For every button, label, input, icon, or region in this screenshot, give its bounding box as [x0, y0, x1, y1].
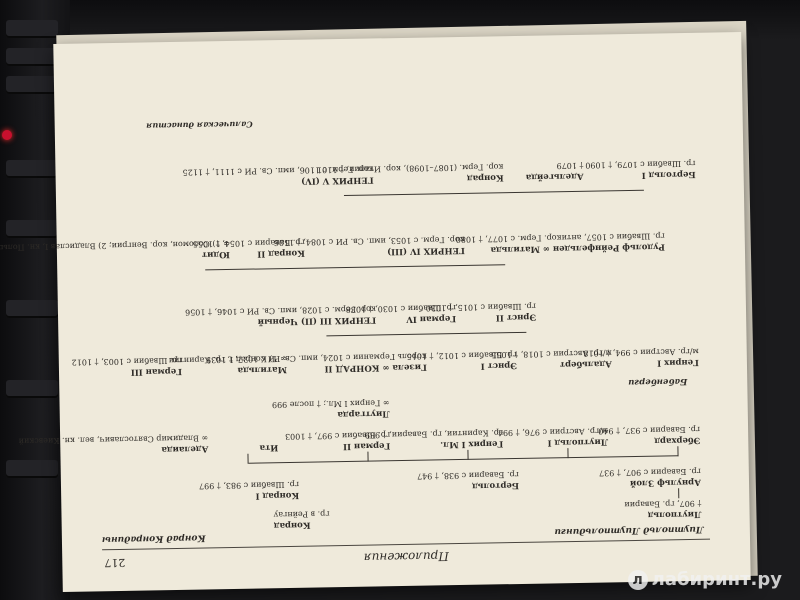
keyboard-key [6, 48, 58, 66]
node-henry-iii: ГЕНРИХ III (II) Черный кор. Герм. с 1028… [185, 304, 376, 327]
keyboard-indicator-light [2, 130, 12, 140]
node-rudolf-matilda: Рудольф Рейнфельден ∞ Матильда гр. Шваби… [456, 231, 665, 255]
node-liudgarda: Лиутгарда ∞ Генрих I Мл.; † после 999 [272, 398, 390, 419]
tree-line [467, 449, 469, 460]
node-name: Бертольд [471, 479, 520, 491]
tree-line [678, 488, 680, 499]
labirint-logo-icon: л [627, 570, 648, 590]
node-info: гр. в Рейнгау [273, 509, 330, 520]
node-adelheid: Аделаида ∞ Владимир Святославич, вел. кн… [19, 433, 209, 455]
node-matilda: Матильда ∞ 1) Конрад I, гр. Каринтии [169, 354, 287, 375]
node-name: Конрад [273, 519, 311, 531]
node-hermann-iii: Герман III гр. Швабии с 1003, † 1012 [72, 356, 183, 377]
node-info: гр. Баварии с 907, † 937 [598, 467, 701, 479]
tree-line [367, 451, 369, 462]
tree-line [205, 264, 506, 271]
node-berthold: Бертольд гр. Баварии с 938, † 947 [416, 470, 520, 491]
node-liutpold: Лиутпольд † 907, гр. Баварии [624, 499, 701, 519]
node-info: гр. Баварии с 937, † 940 [598, 425, 701, 437]
node-name: Лиутпольд [647, 508, 702, 520]
node-eberhard: Эберхард гр. Баварии с 937, † 940 [598, 425, 701, 446]
node-henry-v: ГЕНРИХ V (IV) кор. Герм. с 1106, имп. Св… [183, 164, 374, 186]
node-name: Конрад I [255, 489, 300, 501]
page-number: 217 [104, 555, 126, 570]
node-info: † 907, гр. Баварии [624, 499, 702, 510]
keyboard-key [6, 76, 58, 94]
node-ita: Ита [259, 442, 278, 452]
node-info: м/гр. Австрии с 976, † 994 [497, 426, 609, 438]
node-name: Герман II [342, 440, 391, 452]
node-judith: Юдит ∞ 1) Соломон, кор. Венгрии; 2) Влад… [0, 239, 230, 262]
node-konrad-rheingau: Конрад гр. в Рейнгау [273, 509, 330, 531]
node-adelheid-2: Адельгейда † 1079 [525, 161, 584, 182]
keyboard-key [6, 460, 58, 478]
node-info: гр. Швабии с 1079, † 1090 [585, 159, 696, 171]
node-name: Лиутпольд I [547, 436, 609, 448]
tree-line [677, 446, 679, 457]
watermark-text: лабиринт.ру [651, 569, 782, 590]
node-arnulf: Арнульф Злой гр. Баварии с 907, † 937 [599, 467, 701, 488]
page-header: Приложения 217 [102, 538, 711, 573]
dynasty-caption-left: Лиутпольд Лиутпольдинги [554, 523, 704, 537]
book-page: Приложения 217 Лиутпольд Лиутпольдинги К… [0, 32, 751, 592]
node-name: Арнульф Злой [629, 476, 702, 489]
keyboard-key [6, 160, 58, 178]
node-berthold-i: Бертольд I гр. Швабии с 1079, † 1090 [585, 159, 696, 180]
node-info: гр. Швабии с 997, † 1003 [284, 430, 391, 442]
tree-line [326, 331, 527, 337]
node-info: † 1079 [556, 161, 584, 171]
keyboard-key [6, 220, 58, 238]
dynasty-label-babenbergs: Бабенберги [628, 376, 688, 388]
genealogy-chart: Приложения 217 Лиутпольд Лиутпольдинги К… [0, 57, 711, 573]
keyboard-key [6, 380, 58, 398]
node-hermann-ii: Герман II гр. Швабии с 997, † 1003 [285, 430, 390, 451]
node-name: Герман III [130, 365, 183, 377]
node-name: Ита [259, 442, 279, 453]
node-name: Адельгейда [525, 170, 584, 182]
keyboard-key [6, 20, 58, 38]
keyboard-key [6, 300, 58, 318]
dynasty-label-salian: Салическая династия [146, 119, 253, 132]
tree-line [567, 448, 569, 459]
node-info: гр. Швабии с 1003, † 1012 [71, 356, 182, 368]
node-info: гр. Баварии с 938, † 947 [416, 470, 519, 482]
node-liutpold-i: Лиутпольд I м/гр. Австрии с 976, † 994 [497, 426, 609, 448]
tree-line [343, 189, 644, 196]
page-title: Приложения [363, 549, 449, 565]
node-name: Бертольд I [641, 168, 696, 180]
node-name: Эберхард [654, 434, 701, 446]
dynasty-caption-right: Конрад Конрадины [101, 532, 206, 545]
node-info: гр. Швабии с 983, † 997 [198, 480, 300, 492]
tree-line [247, 453, 249, 464]
tree-line [248, 455, 679, 464]
node-konrad-i: Конрад I гр. Швабии с 983, † 997 [198, 480, 300, 501]
